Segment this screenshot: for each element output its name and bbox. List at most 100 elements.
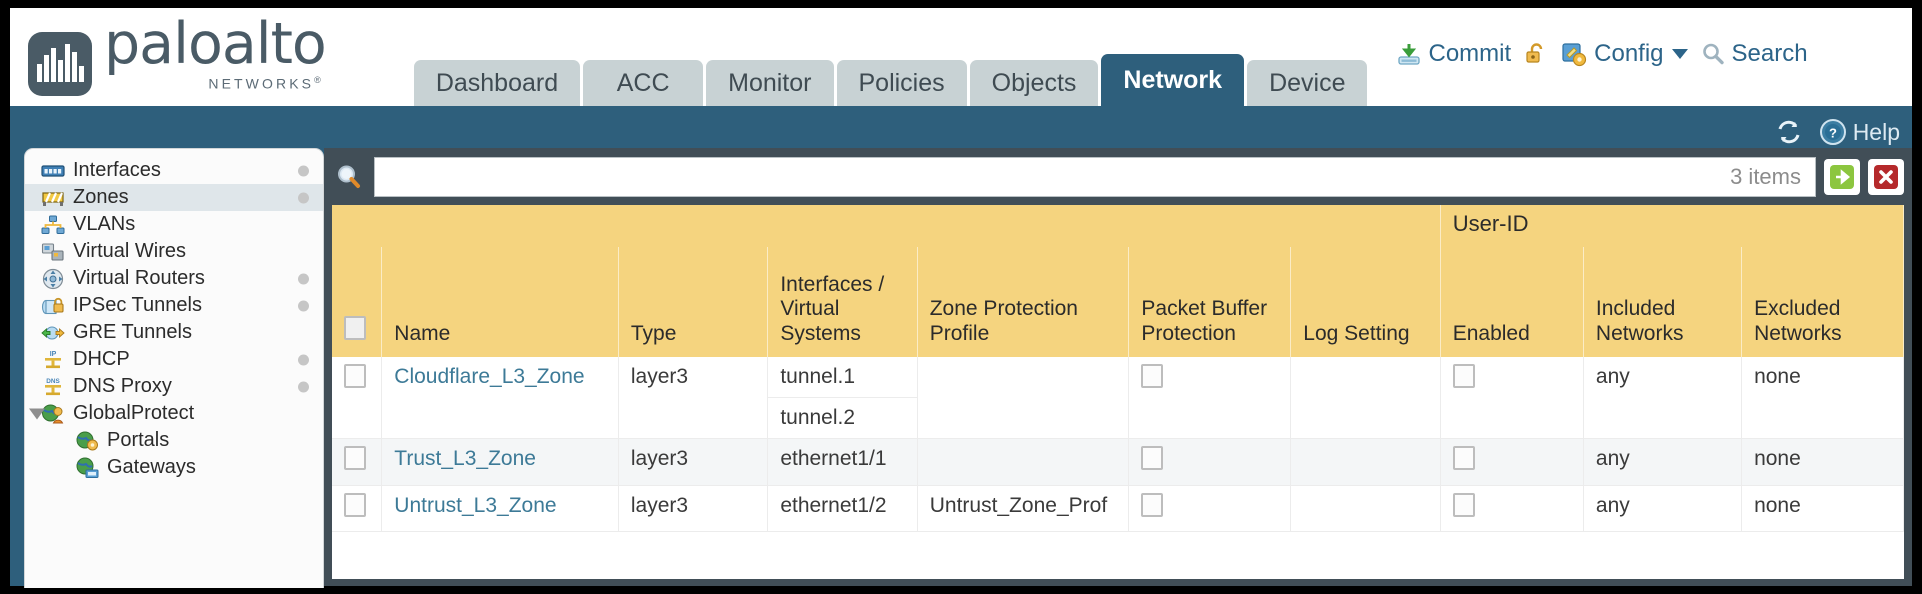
config-button[interactable]: Config [1561,40,1688,68]
sidebar-item-interfaces[interactable]: Interfaces [25,157,323,184]
sidebar-item-gateways[interactable]: Gateways [25,454,323,481]
filter-bar: 3 items [332,156,1904,198]
zones-table-wrapper: User-ID Name Type Interfaces / Virtual S… [332,205,1904,579]
sidebar-item-label: Portals [107,429,170,451]
brand-name: paloalto [104,11,327,78]
tab-device[interactable]: Device [1247,60,1368,106]
clear-filter-button[interactable] [1868,159,1904,195]
sidebar-item-gre-tunnels[interactable]: GRE Tunnels [25,319,323,346]
table-row[interactable]: Cloudflare_L3_Zone layer3 tunnel.1 tunne… [332,356,1904,440]
sidebar-item-label: VLANs [73,213,136,235]
table-group-header-row: User-ID [332,205,1904,247]
zone-link[interactable]: Trust_L3_Zone [394,447,536,471]
tab-objects[interactable]: Objects [969,60,1099,106]
userid-enabled-checkbox[interactable] [1452,446,1475,471]
status-dot [298,381,309,392]
column-header-packet-buffer-protection[interactable]: Packet Buffer Protection [1128,246,1292,357]
interface-entry: tunnel.1 [768,357,917,399]
cell-excluded-networks: none [1741,356,1904,440]
packet-buffer-protection-checkbox[interactable] [1141,363,1164,388]
tab-acc[interactable]: ACC [583,60,704,106]
cell-userid-enabled [1440,485,1584,532]
cell-zone-protection-profile [917,356,1130,440]
refresh-icon [1775,118,1803,146]
row-checkbox[interactable] [344,492,366,517]
apply-filter-button[interactable] [1824,159,1860,195]
sidebar-item-label: IPSec Tunnels [73,294,202,316]
chevron-down-icon[interactable] [1671,49,1688,59]
select-all-checkbox[interactable] [344,316,366,341]
sidebar-item-virtual-routers[interactable]: Virtual Routers [25,265,323,292]
cell-log-setting [1290,438,1441,486]
unlock-button[interactable] [1523,41,1549,67]
help-label: Help [1852,118,1900,145]
packet-buffer-protection-checkbox[interactable] [1141,446,1164,471]
cell-type: layer3 [618,356,769,440]
filter-input[interactable]: 3 items [374,157,1816,197]
sidebar-item-virtual-wires[interactable]: Virtual Wires [25,238,323,265]
column-header-type[interactable]: Type [618,246,769,357]
sidebar-item-label: Virtual Routers [73,267,205,289]
zone-link[interactable]: Untrust_L3_Zone [394,493,557,517]
tab-dashboard[interactable]: Dashboard [413,60,581,106]
sidebar-item-label: DHCP [73,348,130,370]
sidebar-item-dns-proxy[interactable]: DNS DNS Proxy [25,373,323,400]
chevron-down-icon[interactable] [29,408,45,419]
sidebar-item-zones[interactable]: Zones [25,184,323,211]
userid-enabled-checkbox[interactable] [1452,492,1475,517]
virtual-routers-icon [41,268,65,290]
column-header-zone-protection-profile[interactable]: Zone Protection Profile [917,246,1130,357]
column-header-included-networks[interactable]: Included Networks [1583,246,1743,357]
sidebar-item-vlans[interactable]: VLANs [25,211,323,238]
paloalto-logo-icon [28,32,92,96]
column-header-log-setting[interactable]: Log Setting [1290,246,1441,357]
zone-link[interactable]: Cloudflare_L3_Zone [394,364,585,388]
utility-row: ? Help [1775,118,1900,146]
status-dot [298,354,309,365]
sidebar-item-ipsec-tunnels[interactable]: IPSec Tunnels [25,292,323,319]
unlock-icon [1523,41,1549,67]
tab-monitor[interactable]: Monitor [706,60,834,106]
cell-interfaces: ethernet1/2 [767,485,918,532]
search-button[interactable]: Search [1700,40,1808,68]
cell-log-setting [1290,485,1441,532]
row-checkbox[interactable] [344,446,366,471]
cell-excluded-networks: none [1741,438,1904,486]
userid-enabled-checkbox[interactable] [1452,363,1475,388]
search-icon [1700,41,1726,67]
row-select-cell [332,438,383,486]
table-row[interactable]: Trust_L3_Zone layer3 ethernet1/1 [332,438,1904,486]
packet-buffer-protection-checkbox[interactable] [1141,492,1164,517]
cell-type: layer3 [618,438,769,486]
refresh-button[interactable] [1775,118,1803,146]
sidebar-item-label: DNS Proxy [73,375,172,397]
cell-included-networks: any [1583,485,1743,532]
select-all-header [332,246,383,357]
column-header-enabled[interactable]: Enabled [1440,246,1584,357]
arrow-right-icon [1830,165,1854,189]
gateways-icon [75,457,99,479]
sidebar-item-dhcp[interactable]: IP DHCP [25,346,323,373]
close-icon [1874,165,1898,189]
status-dot [298,192,309,203]
column-header-excluded-networks[interactable]: Excluded Networks [1741,246,1904,357]
help-button[interactable]: ? Help [1819,118,1900,146]
brand-tagline-text: NETWORKS [208,76,315,92]
column-header-interfaces[interactable]: Interfaces / Virtual Systems [767,246,918,357]
commit-button[interactable]: Commit [1396,40,1511,68]
interface-entry: ethernet1/2 [780,493,887,517]
tab-network[interactable]: Network [1101,54,1245,106]
filter-search-icon[interactable] [332,162,366,192]
tab-policies[interactable]: Policies [836,60,967,106]
cell-interfaces: ethernet1/1 [767,438,918,486]
brand-tagline: NETWORKS® [104,75,326,92]
svg-text:?: ? [1829,126,1837,141]
column-header-name[interactable]: Name [381,246,619,357]
table-row[interactable]: Untrust_L3_Zone layer3 ethernet1/2 Untru… [332,485,1904,532]
sidebar-item-globalprotect[interactable]: GlobalProtect [25,400,323,427]
row-checkbox[interactable] [344,363,366,388]
sidebar-item-portals[interactable]: Portals [25,427,323,454]
cell-included-networks: any [1583,438,1743,486]
status-dot [298,273,309,284]
